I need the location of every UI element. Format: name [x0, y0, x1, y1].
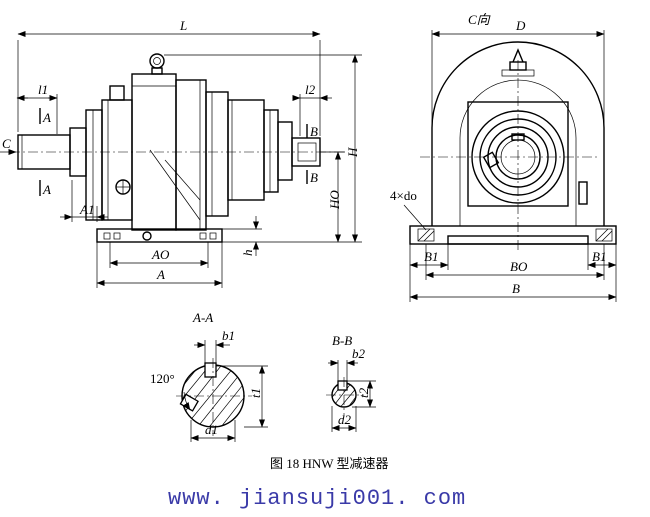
dim-label-L: L — [179, 18, 187, 33]
dim-label-b2: b2 — [352, 346, 366, 361]
section-aa-title: A-A — [192, 310, 213, 325]
watermark-url[interactable]: www. jiansuji001. com — [168, 486, 466, 511]
dim-label-d2: d2 — [338, 412, 352, 427]
dim-label-Ao: AO — [151, 247, 170, 262]
section-mark-A-bottom: A — [42, 182, 51, 197]
front-view: L l1 l2 C A A B B H HO — [0, 18, 362, 288]
dim-label-l1: l1 — [38, 82, 48, 97]
dim-label-t2: t2 — [356, 387, 371, 398]
dim-label-b1: b1 — [222, 328, 235, 343]
side-view: 4×do C向 D B1 BO B1 B — [390, 12, 617, 302]
dim-label-B: B — [512, 281, 520, 296]
base-foot — [96, 228, 223, 243]
dim-label-t1: t1 — [248, 388, 263, 398]
dim-label-l2: l2 — [305, 82, 316, 97]
outer-ring — [471, 110, 565, 204]
dim-label-h: h — [240, 250, 255, 257]
dim-label-D: D — [515, 18, 526, 33]
figure-caption: 图 18 HNW 型减速器 — [270, 456, 389, 471]
key-a-top — [204, 362, 217, 378]
side-cover — [578, 181, 588, 205]
dim-label-Ho: HO — [327, 190, 342, 210]
breather-plug — [109, 85, 125, 101]
section-mark-B-top: B — [310, 124, 318, 139]
section-bb: B-B b2 t2 d2 — [326, 333, 376, 432]
section-aa: A-A b1 120° t1 — [150, 310, 268, 442]
dim-label-A1: A1 — [79, 202, 94, 217]
dim-label-holes: 4×do — [390, 188, 417, 203]
input-shaft — [17, 134, 71, 170]
dim-label-d1: d1 — [205, 422, 218, 437]
view-label-C: C向 — [468, 12, 491, 27]
dim-label-H: H — [345, 147, 360, 158]
output-housing — [227, 99, 265, 201]
angle-label: 120° — [150, 371, 175, 386]
section-mark-B-bottom: B — [310, 170, 318, 185]
dim-label-B1-left: B1 — [424, 249, 438, 264]
dim-label-B1-right: B1 — [592, 249, 606, 264]
section-mark-A-top: A — [42, 110, 51, 125]
key-b — [337, 380, 348, 391]
lifting-eye — [149, 53, 165, 69]
dim-label-A: A — [156, 267, 165, 282]
view-arrow-C: C — [2, 136, 11, 151]
section-bb-title: B-B — [332, 333, 352, 348]
foot-bolt-hole — [142, 231, 152, 241]
arch-body — [431, 41, 605, 226]
side-base — [409, 225, 617, 245]
bearing-block — [467, 101, 569, 207]
dim-label-Bo: BO — [510, 259, 528, 274]
